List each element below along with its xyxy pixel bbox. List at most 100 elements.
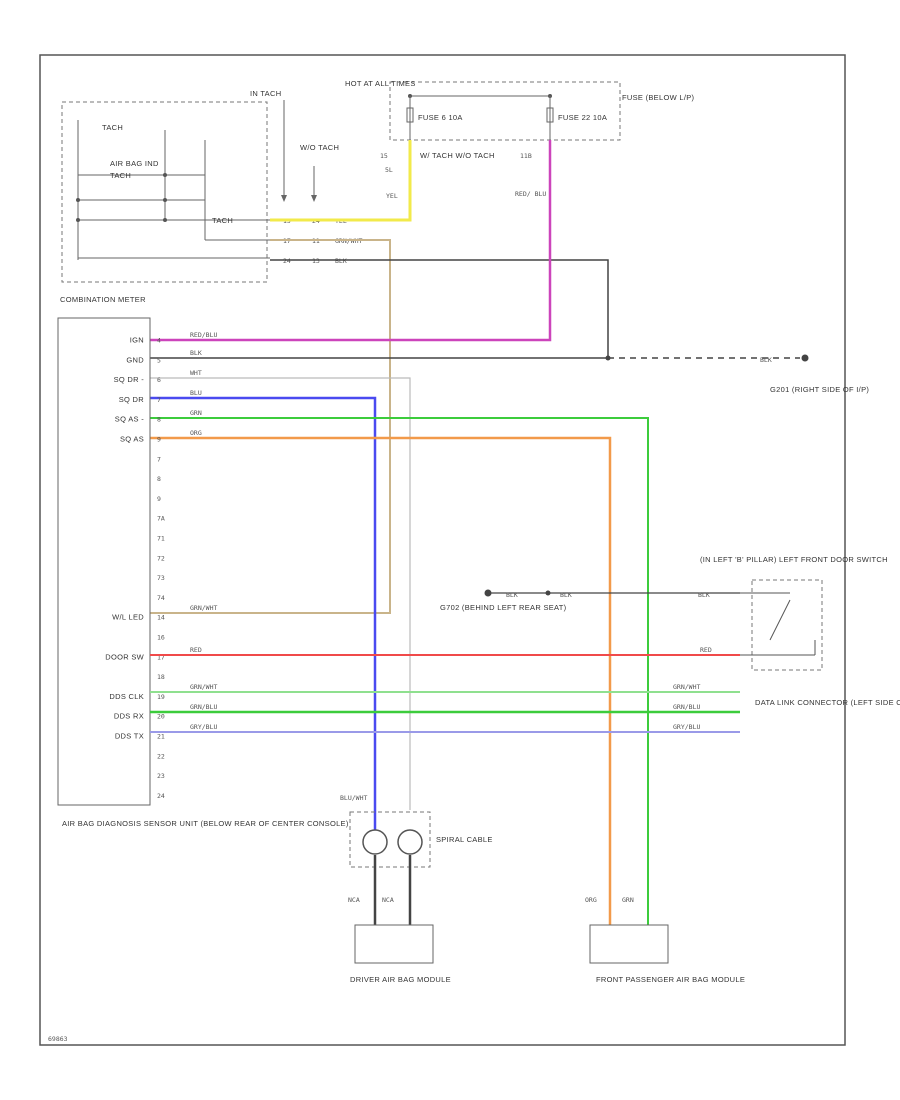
unit-pin-label: GND [126, 355, 144, 364]
wire-yel-label-1: YEL [386, 192, 398, 200]
wire-orange [150, 436, 612, 925]
meter-pin-3a: 24 [283, 257, 291, 265]
wire-grn-label: GRN [190, 409, 202, 417]
wire-green [150, 417, 649, 925]
unit-pin-label: SQ AS - [115, 415, 144, 424]
label-g702: G702 (BEHIND LEFT REAR SEAT) [440, 603, 567, 612]
unit-pin-number: 74 [157, 594, 165, 602]
unit-pin-number: 9 [157, 436, 161, 444]
label-spiral: SPIRAL CABLE [436, 835, 493, 844]
wire-magenta [150, 140, 552, 342]
label-fuse-22: FUSE 22 10A [558, 113, 607, 122]
driver-airbag-module [354, 924, 434, 964]
fuse22-pin: 11B [520, 152, 532, 160]
unit-pin-number: 9 [157, 495, 161, 503]
wire-grn-wht-dlc-label: GRN/WHT [190, 683, 217, 691]
fuse6-pin: 15 [380, 152, 388, 160]
wire-wht-label: WHT [190, 369, 202, 377]
wire-nca-1: NCA [348, 896, 360, 904]
label-passenger-module: FRONT PASSENGER AIR BAG MODULE [596, 975, 745, 984]
wire-red-blu-label: RED/BLU [190, 331, 217, 339]
unit-pin-label: SQ AS [120, 435, 144, 444]
wire-org-label: ORG [190, 429, 202, 437]
label-wo-tach: W/O TACH [300, 143, 339, 152]
corner-id: 69863 [48, 1035, 68, 1043]
label-combination-meter: COMBINATION METER [60, 295, 146, 304]
meter-wire-3: BLK [335, 257, 347, 265]
unit-pin-number: 8 [157, 416, 161, 424]
label-tach-top: TACH [102, 123, 123, 132]
wire-blu-label: BLU [190, 389, 202, 397]
label-dlc: DATA LINK CONNECTOR (LEFT SIDE OF I/P) [755, 698, 900, 707]
meter-internals [77, 120, 270, 260]
label-tach-mid: TACH [110, 171, 131, 180]
label-fuse-box: FUSE (BELOW L/P) [622, 93, 695, 102]
wire-grn-vertical: GRN [622, 896, 634, 904]
wire-red-door-label: RED [700, 646, 712, 654]
unit-pin-number: 7 [157, 455, 161, 463]
spiral-coil-left-icon [362, 829, 388, 855]
unit-pin-number: 71 [157, 535, 165, 543]
unit-pin-label: SQ DR [119, 395, 145, 404]
unit-pin-number: 6 [157, 376, 161, 384]
label-in-tach: IN TACH [250, 89, 281, 98]
wire-blk-g201-label: BLK [760, 356, 772, 364]
unit-pin-number: 18 [157, 673, 165, 681]
wire-nca-2: NCA [382, 896, 394, 904]
wire-blk-door: BLK [698, 591, 710, 599]
ground-g201-icon [801, 354, 809, 362]
wire-dlc-grn-blu: GRN/BLU [673, 703, 700, 711]
unit-pin-label: DDS CLK [109, 692, 144, 701]
door-switch-box [751, 579, 823, 671]
wire-blk-g702a: BLK [506, 591, 518, 599]
wire-black-meter [270, 259, 609, 358]
wire-tan [150, 239, 391, 614]
label-driver-module: DRIVER AIR BAG MODULE [350, 975, 451, 984]
unit-pin-number: 24 [157, 792, 165, 800]
wire-gry-blu-label: GRY/BLU [190, 723, 217, 731]
unit-pin-number: 14 [157, 614, 165, 622]
wire-grn-wht-label: GRN/WHT [190, 604, 217, 612]
unit-pin-number: 5 [157, 356, 161, 364]
airbag-sensor-unit [57, 317, 151, 806]
unit-pin-label: DOOR SW [105, 652, 144, 661]
wire-red-label: RED [190, 646, 202, 654]
label-air-bag-ind: AIR BAG IND [110, 159, 159, 168]
diagram-frame [39, 54, 846, 1046]
label-w-tach-wo-tach: W/ TACH W/O TACH [420, 151, 495, 160]
wire-red-blu-vertical: RED/ BLU [515, 190, 546, 198]
spiral-coil-right-icon [397, 829, 423, 855]
wire-yellow [270, 140, 412, 222]
spiral-cable-box [349, 811, 431, 868]
unit-pin-number: 23 [157, 772, 165, 780]
unit-pin-number: 7 [157, 396, 161, 404]
unit-pin-number: 19 [157, 693, 165, 701]
wire-dlc-gry-blu: GRY/BLU [673, 723, 700, 731]
passenger-airbag-module [589, 924, 669, 964]
unit-pin-number: 16 [157, 634, 165, 642]
label-door-switch: (IN LEFT 'B' PILLAR) LEFT FRONT DOOR SWI… [700, 555, 888, 564]
label-fuse-6: FUSE 6 10A [418, 113, 463, 122]
wire-blk-g702b: BLK [560, 591, 572, 599]
combination-meter-box [61, 101, 268, 283]
wire-blue [150, 396, 377, 830]
label-airbag-unit-text: AIR BAG DIAGNOSIS SENSOR UNIT (BELOW REA… [62, 819, 349, 828]
unit-pin-label: SQ DR - [114, 375, 145, 384]
unit-pin-number: 4 [157, 337, 161, 345]
unit-pin-number: 7A [157, 515, 165, 523]
wire-org-vertical: ORG [585, 896, 597, 904]
unit-pin-number: 21 [157, 733, 165, 741]
fuse-box [389, 81, 621, 141]
unit-pin-label: IGN [130, 336, 144, 345]
label-tach-right: TACH [212, 216, 233, 225]
wire-grn-blu-label: GRN/BLU [190, 703, 217, 711]
fuse6-pin-sub: 5L [385, 166, 393, 174]
label-airbag-unit: AIR BAG DIAGNOSIS SENSOR UNIT (BELOW REA… [62, 819, 349, 828]
wire-blk-label: BLK [190, 349, 202, 357]
label-g201: G201 (RIGHT SIDE OF I/P) [770, 385, 869, 394]
unit-pin-number: 17 [157, 653, 165, 661]
unit-pin-number: 22 [157, 752, 165, 760]
wire-dlc-grn-wht: GRN/WHT [673, 683, 700, 691]
unit-pin-number: 20 [157, 713, 165, 721]
